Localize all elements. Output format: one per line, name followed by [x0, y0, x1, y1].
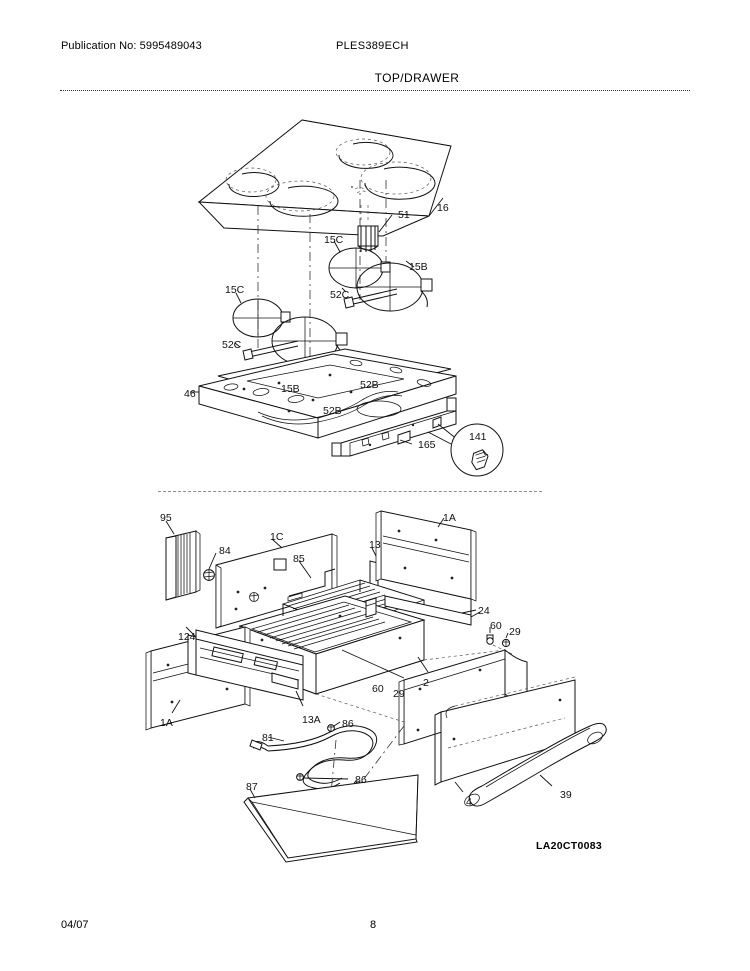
callout-87: 87 — [246, 781, 258, 793]
cooktop-support-frame-46 — [190, 349, 456, 438]
callout-95: 95 — [160, 512, 172, 524]
callout-24: 24 — [478, 605, 490, 617]
drawer-rear-panel-1c — [216, 534, 337, 628]
callout-52B: 52B — [323, 405, 342, 417]
callout-81: 81 — [262, 732, 274, 744]
callout-13: 13 — [369, 539, 381, 551]
terminal-block-51 — [358, 205, 392, 252]
callout-15B: 15B — [409, 261, 428, 273]
callout-86: 86 — [342, 718, 354, 730]
callout-2: 2 — [423, 677, 429, 689]
callout-46: 46 — [184, 388, 196, 400]
detail-circle-141 — [428, 424, 503, 476]
footer-page-text: 8 — [369, 919, 377, 931]
footer-page-number: 8 — [0, 919, 750, 931]
drawer-glide-13a — [186, 627, 303, 706]
drawer-body-1 — [240, 580, 428, 694]
callout-4: 4 — [466, 796, 472, 808]
drawer-side-panel-1a-right — [376, 511, 476, 601]
callout-16: 16 — [437, 202, 449, 214]
glide-rail-24 — [385, 596, 480, 625]
callout-29: 29 — [509, 626, 521, 638]
callout-39: 39 — [560, 789, 572, 801]
callout-124: 124 — [178, 631, 196, 643]
publication-number: Publication No: 5995489043 — [61, 40, 202, 52]
side-liner-panel-95 — [166, 521, 200, 600]
surface-element-15c-lower — [233, 293, 290, 337]
callout-84: 84 — [219, 545, 231, 557]
footer-date: 04/07 — [61, 919, 89, 931]
surface-element-15c-upper — [329, 241, 390, 288]
assembly-centerlines — [258, 180, 386, 372]
element-bracket-52c-lower — [235, 341, 298, 360]
element-bracket-52c-upper — [342, 288, 397, 308]
callout-1C: 1C — [270, 531, 284, 543]
front-trim-rail-165 — [332, 398, 458, 456]
diagram-code: LA20CT0083 — [536, 840, 603, 852]
callout-52C: 52C — [330, 289, 350, 301]
callout-60: 60 — [490, 620, 502, 632]
drawer-wire-rack-2 — [283, 580, 424, 628]
page-title-text: TOP/DRAWER — [374, 71, 460, 85]
callout-15B: 15B — [281, 383, 300, 395]
callout-52B: 52B — [360, 379, 379, 391]
surface-element-15b-lower — [272, 317, 347, 378]
cooktop-glass-top — [199, 120, 451, 236]
callout-141: 141 — [469, 431, 487, 443]
page-title: TOP/DRAWER — [0, 71, 750, 85]
callout-13A: 13A — [302, 714, 321, 726]
drawer-handle-39 — [463, 723, 607, 808]
callout-86: 86 — [355, 774, 367, 786]
drawer-rack-support-85 — [289, 561, 335, 596]
callout-60: 60 — [372, 683, 384, 695]
drawer-front-panel-4 — [435, 677, 606, 808]
callout-29: 29 — [393, 688, 405, 700]
header-divider — [60, 90, 690, 91]
callout-1A: 1A — [443, 512, 456, 524]
model-number: PLES389ECH — [336, 40, 409, 52]
drawer-rear-support-panel — [316, 650, 527, 745]
callout-15C: 15C — [324, 234, 344, 246]
callout-165: 165 — [418, 439, 436, 451]
drawer-bottom-pan-87 — [244, 775, 418, 862]
element-bracket-52b-right — [326, 365, 389, 398]
drawer-side-panel-1a-left — [146, 627, 250, 730]
callout-15C: 15C — [225, 284, 245, 296]
section-divider — [158, 491, 542, 492]
fastener-84 — [204, 553, 252, 581]
callout-51: 51 — [398, 209, 410, 221]
callout-52C: 52C — [222, 339, 242, 351]
callout-1A: 1A — [160, 717, 173, 729]
callout-85: 85 — [293, 553, 305, 565]
drawer-glide-13 — [370, 548, 476, 621]
